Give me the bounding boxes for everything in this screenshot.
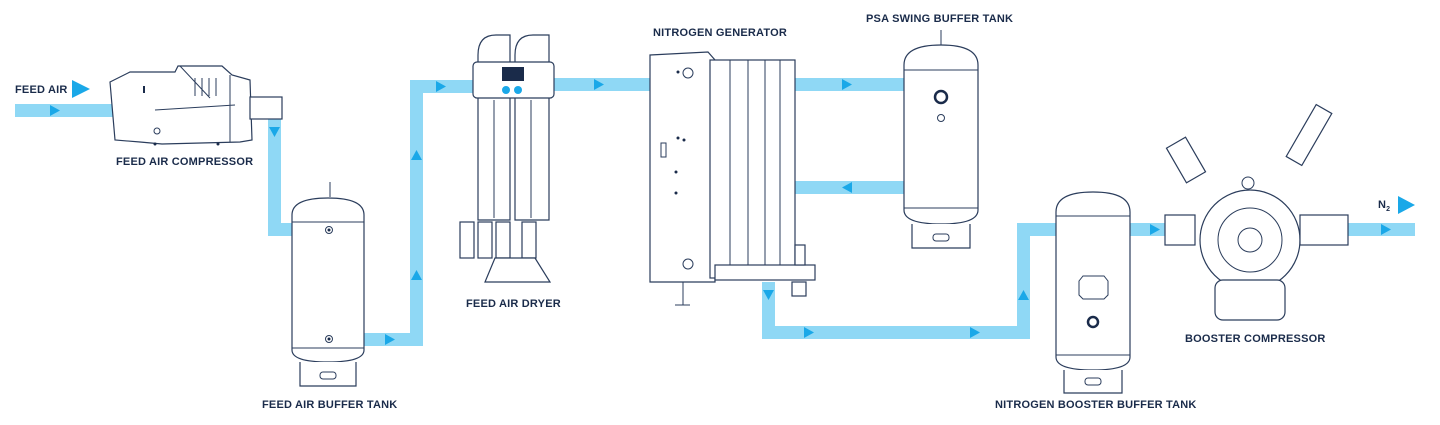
label-psa-swing-buffer-tank: PSA SWING BUFFER TANK xyxy=(866,13,1014,25)
pipe-feed-in xyxy=(15,104,115,117)
arrow-right-icon xyxy=(436,81,446,92)
arrow-up-icon xyxy=(411,150,422,160)
arrow-right-icon xyxy=(1381,224,1391,235)
arrow-right-icon xyxy=(50,105,60,116)
psa-swing-buffer-tank xyxy=(903,30,979,249)
label-n2: N2 xyxy=(1378,199,1390,213)
arrow-right-icon xyxy=(842,79,852,90)
nitrogen-generator xyxy=(649,51,816,306)
pipe-to-buffer xyxy=(268,223,298,236)
feed-air-buffer-tank xyxy=(291,182,365,387)
pipe-to-booster-tank xyxy=(1017,223,1057,236)
feed-air-dryer xyxy=(459,34,555,283)
nitrogen-booster-buffer-tank xyxy=(1055,191,1131,394)
arrow-right-icon xyxy=(970,327,980,338)
label-n2-main: N xyxy=(1378,199,1387,211)
arrow-up-icon xyxy=(411,270,422,280)
label-nitrogen-generator: NITROGEN GENERATOR xyxy=(653,27,787,39)
arrow-left-icon xyxy=(842,182,852,193)
flow-arrows xyxy=(50,79,1415,345)
arrow-n2-icon xyxy=(1398,196,1415,214)
arrow-down-icon xyxy=(763,290,774,300)
pipe-riser xyxy=(410,80,423,346)
pipe-bottom-run xyxy=(762,326,1030,339)
arrow-right-icon xyxy=(385,334,395,345)
arrow-down-icon xyxy=(269,127,280,137)
arrow-right-icon xyxy=(594,79,604,90)
pipe-compressor-down xyxy=(268,100,281,236)
label-feed-air-buffer-tank: FEED AIR BUFFER TANK xyxy=(262,399,398,411)
pipe-n2-out xyxy=(1345,223,1415,236)
arrow-up-icon xyxy=(1018,290,1029,300)
arrow-feed-air-icon xyxy=(72,80,90,98)
arrow-right-icon xyxy=(1150,224,1160,235)
label-booster-compressor: BOOSTER COMPRESSOR xyxy=(1185,333,1326,345)
pipe-riser-2 xyxy=(1017,223,1030,339)
arrow-right-icon xyxy=(804,327,814,338)
feed-air-compressor xyxy=(109,65,283,146)
label-nitrogen-booster-buffer-tank: NITROGEN BOOSTER BUFFER TANK xyxy=(995,399,1197,411)
pipe-gen-out xyxy=(762,282,775,339)
booster-compressor xyxy=(1164,103,1349,321)
label-feed-air-dryer: FEED AIR DRYER xyxy=(466,298,561,310)
display-icon xyxy=(502,67,524,81)
label-feed-air: FEED AIR xyxy=(15,84,68,96)
label-n2-subscript: 2 xyxy=(1386,206,1391,214)
label-feed-air-compressor: FEED AIR COMPRESSOR xyxy=(116,156,254,168)
